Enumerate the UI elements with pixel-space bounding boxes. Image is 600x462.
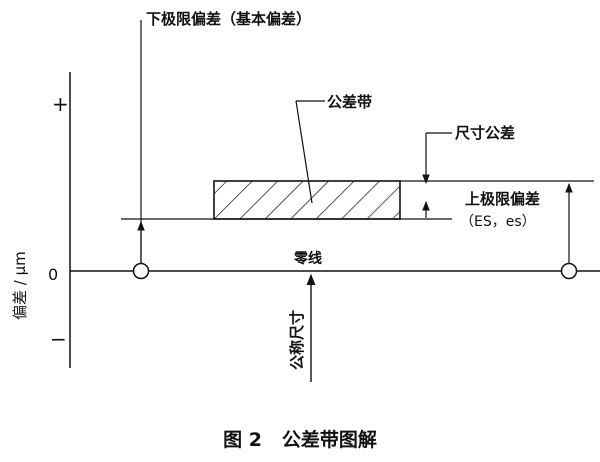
tolerance-label: 尺寸公差 [455,124,515,142]
upper-deviation-symbols: （ES，es） [460,214,536,230]
lower-deviation-label: 下极限偏差（基本偏差） [146,10,311,28]
zero-line-label: 零线 [293,250,322,267]
left-zero-marker [132,262,150,280]
right-zero-marker [560,262,578,280]
tolerance-zone-rect [213,180,401,220]
tolerance-zone-label: 公差带 [327,93,372,111]
plus-sign: + [52,92,69,116]
figure-caption: 图 2 公差带图解 [223,428,377,451]
nominal-size-label: 公称尺寸 [288,310,306,370]
upper-deviation-label: 上极限偏差 [465,190,540,208]
tolerance-zone-leader [295,100,313,204]
minus-sign: − [50,327,67,351]
zero-label: 0 [48,265,58,284]
axis-label: 偏差 / μm [11,251,29,320]
